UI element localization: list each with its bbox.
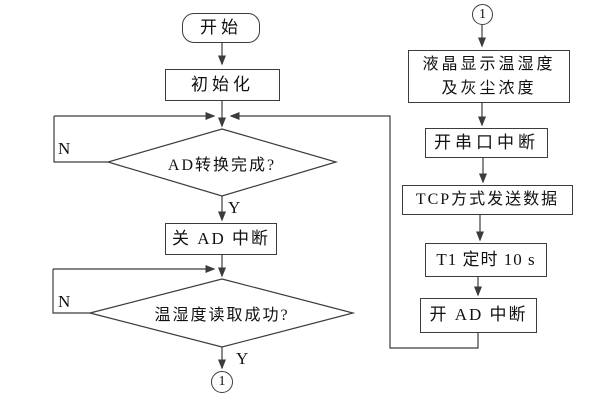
n1-label: N	[58, 139, 71, 158]
tcp-send-label: TCP方式发送数据	[415, 191, 560, 209]
connector-bottom-label: 1	[218, 374, 226, 389]
start-label: 开始	[200, 17, 242, 37]
close-ad-interrupt-node: 关 AD 中断	[165, 223, 277, 255]
lcd-display-line1: 液晶显示温湿度	[422, 55, 556, 73]
t1-timer-node: T1 定时 10 s	[425, 243, 547, 277]
init-label: 初始化	[191, 74, 254, 94]
lcd-display-line2: 及灰尘浓度	[441, 79, 537, 97]
connector-circle-top: 1	[472, 4, 493, 25]
y1-label: Y	[228, 198, 241, 217]
connector-top-label: 1	[479, 6, 486, 22]
decision-ad-label: AD转换完成?	[167, 157, 277, 174]
lcd-display-text: 液晶显示温湿度 及灰尘浓度	[422, 53, 555, 101]
edge-n1-loop	[53, 116, 108, 163]
lcd-display-node: 液晶显示温湿度 及灰尘浓度	[408, 50, 570, 103]
n2-label: N	[58, 292, 71, 311]
start-node: 开始	[182, 13, 260, 43]
decision-humidity-label: 温湿度读取成功?	[154, 307, 290, 324]
edge-feedback-return	[229, 112, 479, 349]
tcp-send-node: TCP方式发送数据	[402, 185, 573, 215]
close-ad-interrupt-label: 关 AD 中断	[171, 228, 271, 248]
connector-circle-bottom: 1	[211, 371, 233, 393]
y2-label: Y	[236, 349, 249, 368]
t1-timer-label: T1 定时 10 s	[436, 249, 536, 269]
init-node: 初始化	[165, 69, 280, 101]
open-ad-interrupt-node: 开 AD 中断	[420, 298, 537, 333]
open-ad-interrupt-label: 开 AD 中断	[429, 305, 528, 325]
open-serial-interrupt-label: 开串口中断	[434, 132, 539, 152]
open-serial-interrupt-node: 开串口中断	[425, 128, 548, 158]
edge-n2-loop	[52, 269, 90, 314]
